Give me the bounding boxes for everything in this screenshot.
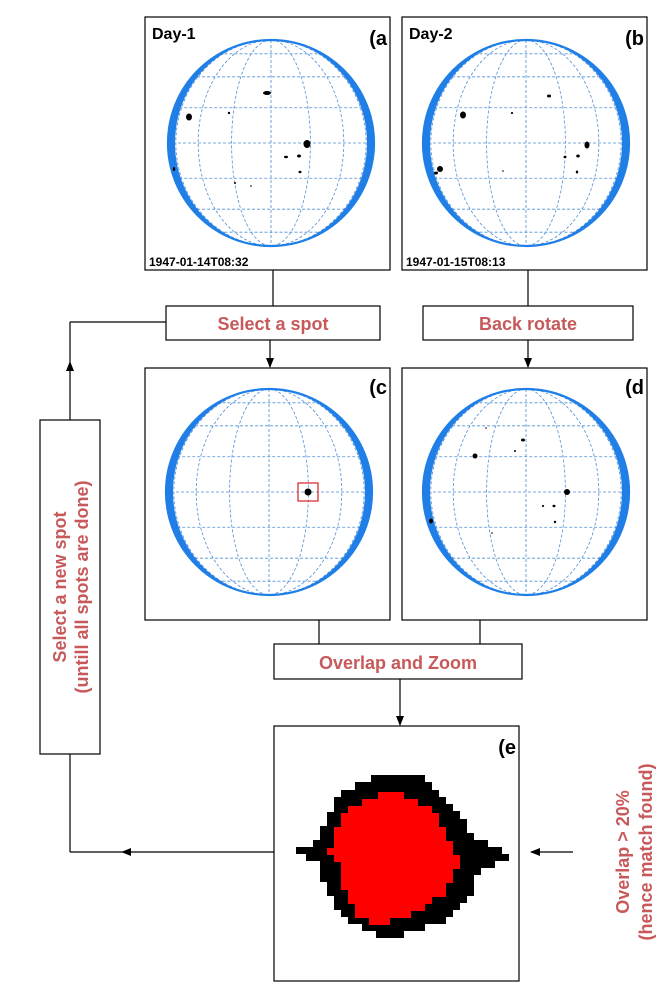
sunspot <box>472 453 478 459</box>
back-rotate-label: Back rotate <box>479 314 577 334</box>
selected-spot-box <box>297 482 319 502</box>
sun-disk-back-rotated <box>421 387 631 597</box>
select-new-spot-box <box>39 419 101 755</box>
sunspot <box>172 167 176 171</box>
sunspot <box>575 170 579 174</box>
sunspot <box>552 504 556 508</box>
panel-b-timestamp: 1947-01-15T08:13 <box>406 255 506 269</box>
meridian-line <box>197 39 272 247</box>
sunspot <box>491 532 493 534</box>
sunspot <box>553 520 557 524</box>
sunspot <box>541 505 545 507</box>
connectors <box>66 270 573 856</box>
sunspot <box>429 518 433 524</box>
sun-disk-day1 <box>166 38 376 248</box>
panel-c-frame <box>144 367 391 621</box>
sunspot <box>250 185 252 187</box>
select-spot-box <box>165 305 381 341</box>
select-spot-label: Select a spot <box>217 314 328 334</box>
meridian-line <box>270 39 345 247</box>
sunspot <box>284 155 288 159</box>
meridian-line <box>525 388 600 596</box>
panel-a-day-label: Day-1 <box>152 26 196 43</box>
meridian-line <box>231 39 272 247</box>
overlap-region <box>327 792 460 925</box>
meridian-line <box>525 39 622 247</box>
panel-e-letter: (e <box>498 737 516 759</box>
meridian-line <box>486 388 527 596</box>
sunspot <box>298 170 302 174</box>
meridian-line <box>525 39 600 247</box>
sunspot <box>502 170 504 172</box>
sunspot <box>263 91 271 95</box>
panel-c-letter: (c <box>369 377 387 399</box>
meridian-line <box>268 388 365 596</box>
sunspot <box>437 166 443 172</box>
panel-d-letter: (d <box>625 377 644 399</box>
meridian-line <box>486 39 527 247</box>
sunspot <box>304 488 312 496</box>
overlap-zoom-image <box>296 775 509 938</box>
panel-b-letter: (b <box>625 28 644 50</box>
sunspot <box>564 489 570 495</box>
sun-disk-selected-spot <box>164 387 374 597</box>
meridian-line <box>270 39 367 247</box>
meridian-line <box>452 39 527 247</box>
sun-disk-day2 <box>421 38 631 248</box>
sunspot <box>563 155 567 159</box>
overlap-zoom-box <box>273 643 523 680</box>
select-new-spot-label: Select a new spot <box>50 511 70 662</box>
sunspot <box>547 94 551 98</box>
meridian-line <box>452 388 527 596</box>
meridian-line <box>525 388 622 596</box>
overlap-criterion-label: Overlap > 20% <box>613 790 633 914</box>
sunspot <box>460 111 466 119</box>
sunspot <box>485 427 487 429</box>
panel-a-timestamp: 1947-01-14T08:32 <box>149 255 249 269</box>
panel-d-frame <box>401 367 648 621</box>
panel-b-frame <box>401 16 648 271</box>
sunspot <box>234 182 236 184</box>
sunspot <box>576 154 580 158</box>
sunspot <box>584 141 590 149</box>
sunspot <box>510 112 514 114</box>
select-new-spot-sublabel: (untill all spots are done) <box>72 480 92 693</box>
sunspot <box>303 140 311 148</box>
panel-b-day-label: Day-2 <box>409 26 453 43</box>
sunspot <box>297 154 301 158</box>
sunspot <box>514 450 516 452</box>
sunspot <box>521 438 525 442</box>
meridian-line <box>229 388 270 596</box>
overlap-criterion-sublabel: (hence match found) <box>636 763 656 940</box>
sunspot <box>227 111 231 115</box>
panel-a-frame <box>144 16 391 271</box>
sunspot <box>434 171 438 175</box>
meridian-line <box>268 388 343 596</box>
panel-a-letter: (a <box>369 28 388 50</box>
overlap-zoom-label: Overlap and Zoom <box>319 653 477 673</box>
meridian-line <box>195 388 270 596</box>
sunspot <box>186 113 192 121</box>
